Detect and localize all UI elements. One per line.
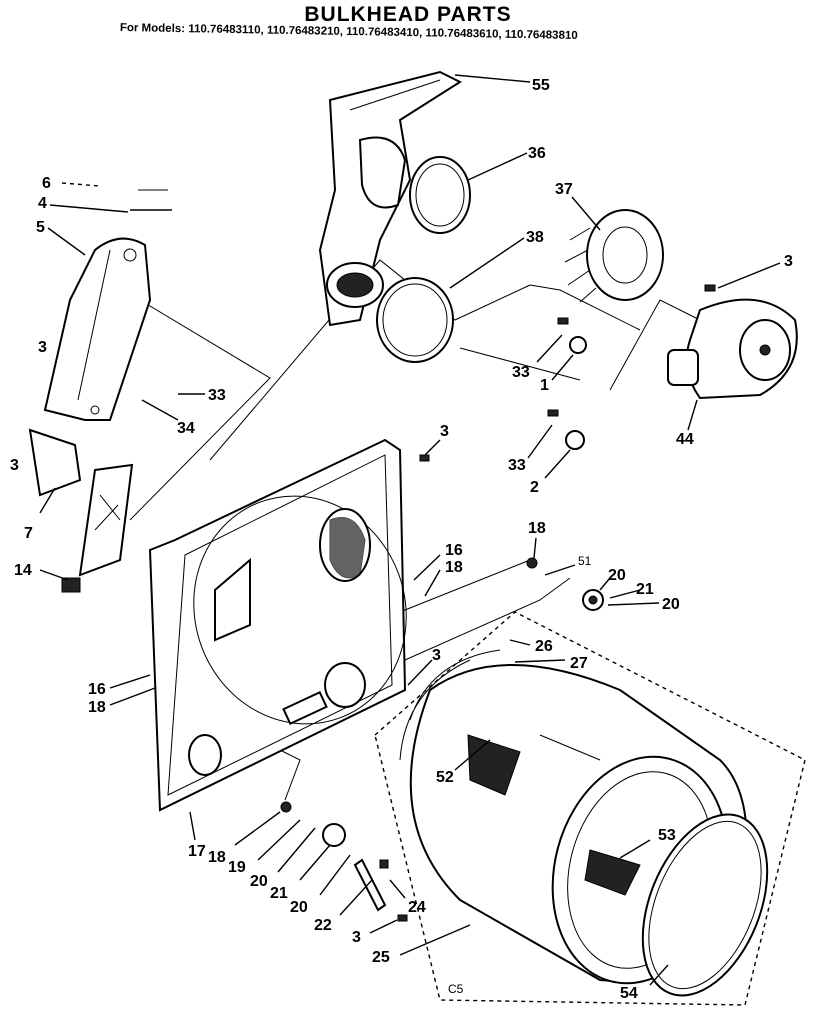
part-38-seal-ring <box>376 277 454 363</box>
part-44-blower-housing <box>667 298 798 400</box>
callout-22: 22 <box>314 917 332 934</box>
callout-18: 18 <box>208 849 226 866</box>
callout-3: 3 <box>10 457 19 474</box>
callout-6: 6 <box>42 175 51 192</box>
callout-20: 20 <box>608 567 626 584</box>
roller-assembly-lower <box>280 801 408 922</box>
callout-16: 16 <box>88 681 106 698</box>
callout-25: 25 <box>372 949 390 966</box>
guide-line <box>399 559 531 613</box>
callout-52: 52 <box>436 769 454 786</box>
callout-19: 19 <box>228 859 246 876</box>
callout-33: 33 <box>512 364 530 381</box>
callout-14: 14 <box>14 562 32 579</box>
callout-2: 2 <box>530 479 539 496</box>
callout-3: 3 <box>440 423 449 440</box>
callout-33: 33 <box>208 387 226 404</box>
callout-33: 33 <box>508 457 526 474</box>
small-hardware-upper-right <box>419 284 716 462</box>
callout-leader-lines <box>39 74 781 986</box>
guide-line <box>529 284 641 331</box>
callout-37: 37 <box>555 181 573 198</box>
callout-55: 55 <box>532 77 550 94</box>
callout-21: 21 <box>636 581 654 598</box>
callout-20: 20 <box>250 873 268 890</box>
part-55-duct-housing <box>318 70 463 327</box>
callout-20: 20 <box>290 899 308 916</box>
callout-34: 34 <box>177 420 195 437</box>
callout-7: 7 <box>24 525 33 542</box>
roller-assembly-upper <box>526 557 604 611</box>
part-37-blower-wheel <box>564 209 664 303</box>
callout-labels: 55 36 37 38 3 6 4 5 3 33 34 3 7 14 33 1 … <box>10 77 793 1002</box>
callout-3: 3 <box>432 647 441 664</box>
callout-51: 51 <box>578 554 592 568</box>
callout-44: 44 <box>676 431 694 448</box>
callout-20: 20 <box>662 596 680 613</box>
callout-27: 27 <box>570 655 588 672</box>
diagram-code: C5 <box>448 982 464 996</box>
guide-line <box>459 347 581 381</box>
callout-36: 36 <box>528 145 546 162</box>
callout-24: 24 <box>408 899 426 916</box>
part-36-seal <box>409 156 471 234</box>
callout-3: 3 <box>38 339 47 356</box>
callout-18: 18 <box>528 520 546 537</box>
callout-5: 5 <box>36 219 45 236</box>
part-14-door-switch <box>61 463 134 593</box>
callout-26: 26 <box>535 638 553 655</box>
guide-line <box>609 299 701 391</box>
callout-38: 38 <box>526 229 544 246</box>
callout-16: 16 <box>445 542 463 559</box>
callout-3: 3 <box>352 929 361 946</box>
guide-line <box>404 577 571 661</box>
guide-line <box>129 299 271 521</box>
callout-18: 18 <box>88 699 106 716</box>
part-5-lint-duct <box>43 237 152 421</box>
callout-18: 18 <box>445 559 463 576</box>
callout-4: 4 <box>38 195 47 212</box>
callout-1: 1 <box>540 377 549 394</box>
part-7-bracket <box>28 428 82 497</box>
callout-3: 3 <box>784 253 793 270</box>
callout-53: 53 <box>658 827 676 844</box>
page-title: BULKHEAD PARTS <box>304 3 512 26</box>
drum-dashed-outline <box>374 611 806 1006</box>
callout-21: 21 <box>270 885 288 902</box>
part-17-bulkhead <box>148 438 407 812</box>
callout-54: 54 <box>620 985 638 1002</box>
callout-17: 17 <box>188 843 206 860</box>
